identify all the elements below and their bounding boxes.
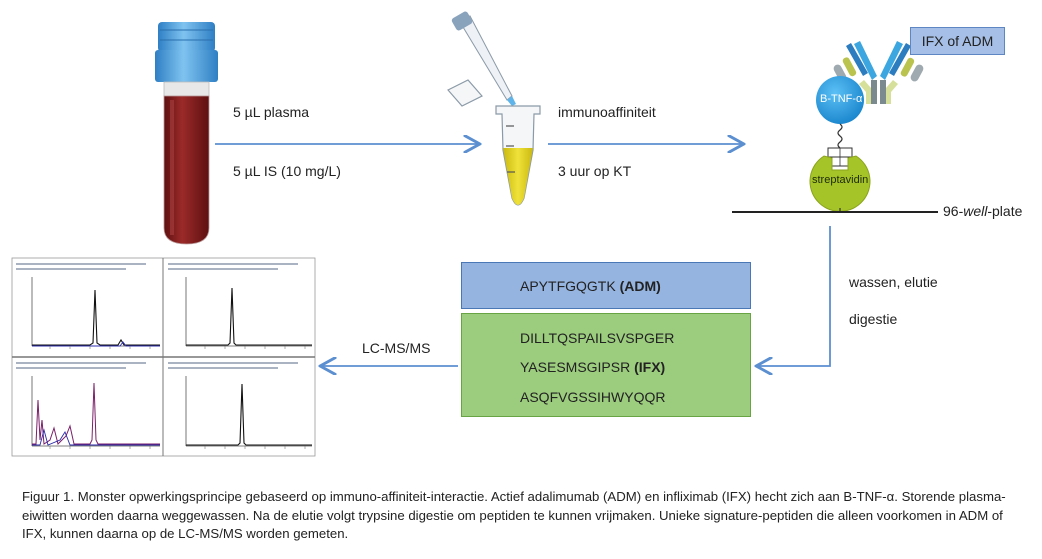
arrow-plate-to-peptides xyxy=(758,226,831,366)
adm-tag: (ADM) xyxy=(619,278,661,294)
blood-tube-icon xyxy=(155,22,218,245)
peptide-3: ASQFVGSSIHWYQQR xyxy=(520,389,666,405)
linker-chain xyxy=(837,123,843,149)
digestie-label: digestie xyxy=(849,311,898,327)
eppendorf-tube-icon xyxy=(447,79,541,206)
antibody-icon xyxy=(833,41,924,104)
ifx-peptide-box xyxy=(461,313,751,417)
lcms-label: LC-MS/MS xyxy=(362,340,431,356)
adm-seq: APYTFGQGTK xyxy=(520,278,616,294)
immunoaffiniteit-label: immunoaffiniteit xyxy=(558,104,656,120)
btnf-circle xyxy=(816,76,864,124)
figure-caption: Figuur 1. Monster opwerkingsprincipe geb… xyxy=(22,489,1006,541)
plate-prefix: 96- xyxy=(943,203,964,219)
wassen-label: wassen, elutie xyxy=(849,274,938,290)
pipette-icon xyxy=(451,11,516,106)
ifx-adm-box: IFX of ADM xyxy=(910,27,1005,55)
chromatogram-panel xyxy=(11,257,316,457)
peptide-1: DILLTQSPAILSVSPGER xyxy=(520,330,675,346)
ifx-seq: YASESMSGIPSR xyxy=(520,359,631,375)
kt-label: 3 uur op KT xyxy=(558,163,632,179)
adm-peptide: APYTFGQGTK (ADM) xyxy=(520,278,661,294)
streptavidin-label: streptavidin xyxy=(812,174,869,186)
btnf-label: B-TNF-α xyxy=(820,93,863,105)
plate-suffix: -plate xyxy=(987,203,1023,219)
plate-italic: well xyxy=(963,203,988,219)
is-label: 5 µL IS (10 mg/L) xyxy=(233,163,341,179)
plate-label: 96-well-plate xyxy=(943,203,1022,219)
adm-peptide-box xyxy=(461,262,751,309)
ifx-tag: (IFX) xyxy=(634,359,666,375)
ifx-peptide: YASESMSGIPSR (IFX) xyxy=(520,359,665,375)
plasma-label: 5 µL plasma xyxy=(233,104,310,120)
streptavidin-shape xyxy=(809,155,871,212)
